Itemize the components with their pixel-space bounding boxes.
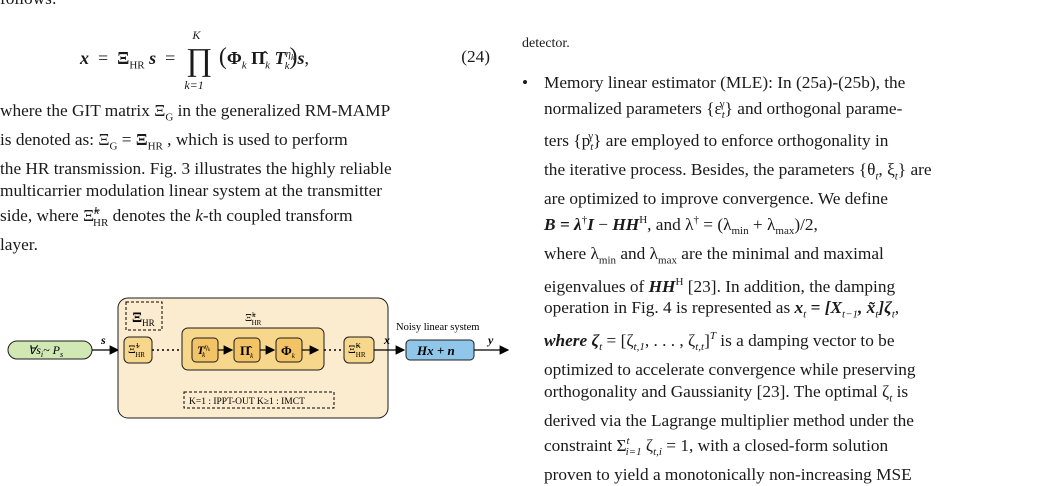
svg-text:ΞHR: ΞHR: [132, 310, 155, 328]
mle-line-6: B = λ†I − HHH, and λ† = (λmin + λmax)/2,: [544, 213, 818, 238]
eq-pi: Π̂: [251, 48, 266, 68]
para-line-5: side, where Ξ̃kHR denotes the k-th coupl…: [0, 205, 353, 229]
para-line-6: layer.: [0, 235, 38, 255]
eq-vec: s: [149, 48, 157, 68]
mle-line-14: constraint Σti=1 ζt,i = 1, with a closed…: [544, 435, 889, 459]
mle-line-5: are optimized to improve convergence. We…: [544, 189, 888, 209]
para-line-1: where the GIT matrix ΞG in the generaliz…: [0, 101, 391, 124]
output-y-label: y: [486, 333, 494, 347]
eq-matrix-sub: HR: [129, 59, 145, 72]
equation-number: (24): [461, 47, 490, 66]
mle-line-7: where λmin and λmax are the minimal and …: [544, 243, 884, 267]
channel-box-label: Hx + n: [416, 343, 455, 358]
para-line-2: is denoted as: ΞG = ΞHR , which is used …: [0, 130, 348, 153]
channel-title: Noisy linear system: [396, 322, 479, 333]
text-fragment-detector: detector.: [522, 36, 570, 51]
mle-line-11: optimized to accelerate convergence whil…: [544, 359, 916, 379]
paragraph: where the GIT matrix ΞG in the generaliz…: [0, 100, 490, 256]
input-source-label: ∀si~ Ps: [28, 343, 63, 359]
svg-text:Π̂k: Π̂k: [240, 343, 254, 360]
mle-line-8: eigenvalues of HHH [23]. In addition, th…: [544, 275, 896, 296]
k-note-text: K=1 : IPPT-OUT K≥1 : IMCT: [189, 397, 305, 407]
eq-matrix: Ξ: [117, 48, 130, 68]
svg-text:Φk: Φk: [281, 343, 296, 360]
mle-line-1: Memory linear estimator (MLE): In (25a)-…: [544, 73, 906, 92]
text-fragment-top: follows:: [0, 0, 57, 10]
xi-hr-dashed-label: [125, 301, 163, 331]
para-line-3: the HR transmission. Fig. 3 illustrates …: [0, 159, 392, 179]
mle-line-13: derived via the Lagrange multiplier meth…: [544, 410, 914, 430]
product-operator: K ∏ k=1: [184, 28, 214, 92]
arrow-s-label: s: [100, 333, 106, 347]
mle-line-3: ters {ptγ} are employed to enforce ortho…: [544, 130, 889, 154]
equation-body: x = ΞHR s = K ∏ k=1 (Φk Π̂k Tηkk)s,: [80, 28, 309, 92]
k-note-dashed-box: [183, 391, 335, 409]
prod-lower: k=1: [184, 77, 204, 92]
bullet-marker: •: [522, 73, 529, 92]
para-line-4: multicarrier modulation linear system at…: [0, 180, 382, 200]
mle-line-12: orthogonality and Gaussianity [23]. The …: [544, 381, 909, 404]
eq-phi: Φ: [226, 48, 242, 68]
eq-T: T: [274, 48, 286, 68]
svg-text:Ξ̃kHR: Ξ̃kHR: [245, 311, 262, 327]
prod-upper: K: [192, 27, 201, 42]
equation-24: x = ΞHR s = K ∏ k=1 (Φk Π̂k Tηkk)s, (24): [70, 24, 490, 92]
eq-op: =: [98, 48, 109, 68]
mle-line-2: normalized parameters {εtγ} and orthogon…: [544, 97, 903, 121]
arrow-x-label: x: [383, 333, 390, 347]
svg-text:Ξ̃1HR: Ξ̃1HR: [128, 342, 145, 359]
mle-line-9: operation in Fig. 4 is represented as xt…: [544, 298, 900, 321]
mle-line-10: where ζt = [ζt,1, . . . , ζt,t]T is a da…: [544, 330, 895, 354]
eq-lhs: x: [80, 48, 89, 68]
mle-line-15: proven to yield a monotonically non-incr…: [544, 464, 912, 484]
svg-text:Ξ̃KHR: Ξ̃KHR: [348, 342, 366, 359]
mle-line-4: the iterative process. Besides, the para…: [544, 160, 932, 183]
mle-bullet-item: Memory linear estimator (MLE): In (25a)-…: [544, 72, 1041, 486]
svg-text:Tηkk: Tηkk: [197, 343, 211, 359]
eq-op-2: =: [165, 48, 176, 68]
